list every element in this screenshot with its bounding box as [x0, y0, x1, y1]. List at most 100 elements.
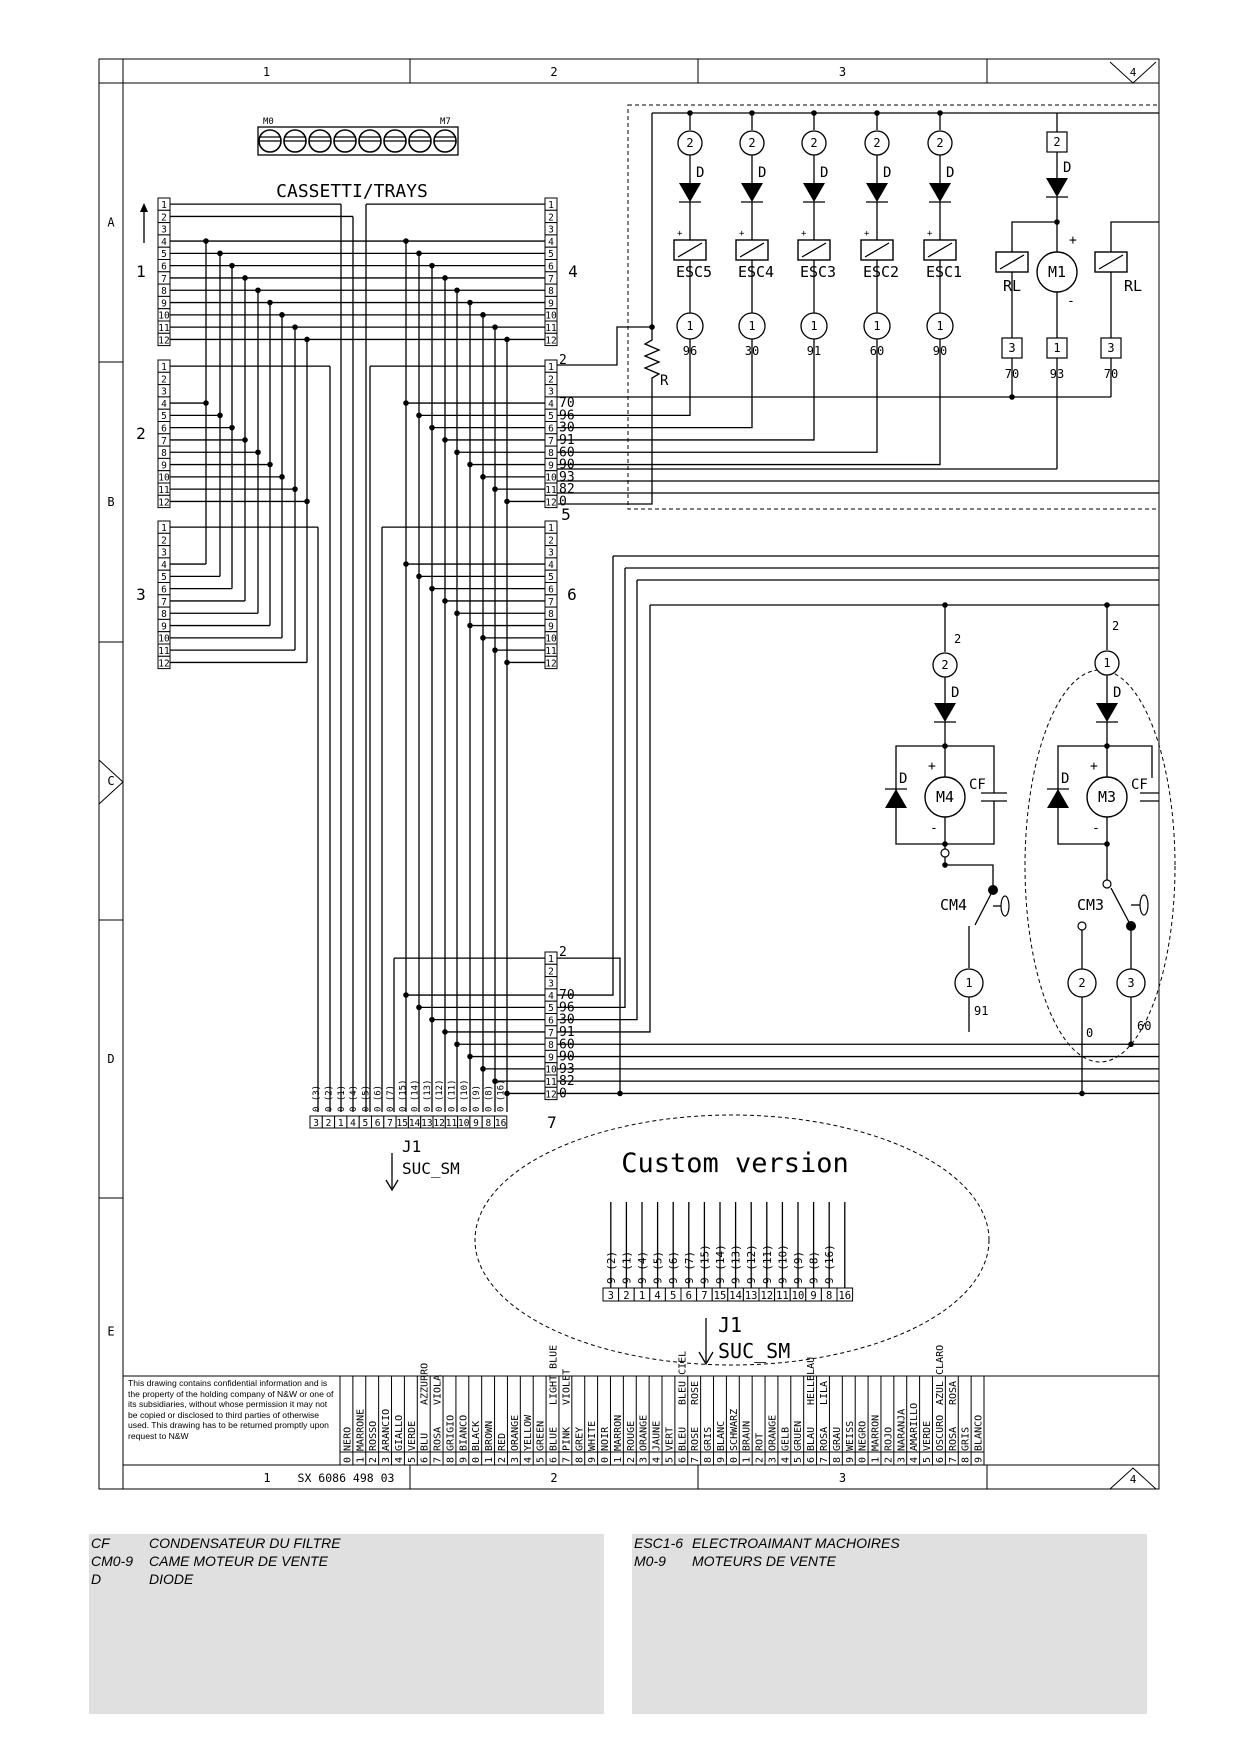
resistor-label: R: [660, 373, 669, 389]
j1-arrow-head: [385, 1179, 399, 1192]
m4-plus: +: [928, 759, 936, 774]
m3-junction-60: [1128, 1041, 1134, 1048]
m4-bottom-terminal-number: 1: [965, 976, 972, 990]
custom-wire-label: 9 (8): [808, 1251, 821, 1284]
j1-wire-label: 0 (12): [435, 1079, 445, 1112]
tray-motor-first-label: M0: [263, 117, 274, 127]
m3-cap-branch: [1107, 745, 1153, 778]
outer-border: [98, 58, 1160, 1490]
esc-diode-label: D: [883, 165, 891, 181]
esc-bottom-terminal: [738, 312, 766, 340]
custom-pin-number-14: 14: [729, 1290, 742, 1302]
connector-5-pin-number-2: 2: [548, 374, 554, 385]
m1-terminal-1-number: 1: [1053, 341, 1060, 355]
connector-6-pin-number-6: 6: [548, 585, 554, 596]
esc-wire-label-60: 60: [870, 344, 884, 358]
m1-diode: [1046, 178, 1068, 197]
j1-pin-number-2: 2: [326, 1118, 332, 1129]
esc-bottom-terminal: [863, 312, 891, 340]
m1-diode-label: D: [1063, 160, 1071, 176]
custom-pin-number-9: 9: [810, 1290, 816, 1302]
column-number-2: 2: [550, 65, 557, 79]
esc-bottom-terminal: [926, 312, 954, 340]
color-table-entry: 9 BLANCO: [974, 1415, 985, 1463]
m4-junction-bottom: [942, 841, 948, 847]
connector-2-pin-number-9: 9: [161, 460, 167, 471]
m3-cam-label: CM3: [1077, 896, 1104, 914]
m4-motor: [924, 776, 966, 818]
color-table-entry: 8 GRIS: [961, 1427, 972, 1463]
custom-wire-label: 9 (15): [698, 1244, 711, 1284]
connector-1-pin-12: [157, 332, 171, 347]
custom-pin-number-11: 11: [776, 1290, 789, 1302]
esc-coil-plus: +: [927, 229, 933, 239]
connector-6-pin-number-11: 11: [545, 646, 557, 657]
m4-cap-branch: [945, 745, 995, 778]
custom-pin-number-12: 12: [760, 1290, 773, 1302]
j1-wire-label: 0 (6): [374, 1085, 384, 1112]
esc-return-wire: [557, 339, 878, 453]
connector-3-pin-number-11: 11: [158, 646, 170, 657]
color-table-entry: 3 ORANGE: [639, 1415, 650, 1463]
connector-4-pin-12: [544, 332, 558, 347]
esc-top-terminal-number: 2: [873, 136, 880, 150]
tray-motor-last-label: M7: [440, 117, 451, 127]
m3-top-terminal: [1094, 650, 1120, 676]
connector-5-signal-70: 70: [559, 396, 575, 411]
connector-4-pin-number-9: 9: [548, 298, 554, 309]
connector-1-pin-number-2: 2: [161, 212, 167, 223]
connector-5-pin-number-7: 7: [548, 436, 554, 447]
color-table-entry-2: HELLBLAU: [806, 1357, 817, 1405]
connector-5-pin-number-6: 6: [548, 424, 554, 435]
m1-terminal-2-number: 3: [1107, 341, 1114, 355]
esc-coil-slash: [927, 242, 953, 258]
color-table-entry-2: ROSA: [948, 1381, 959, 1405]
connector-3-pin-number-2: 2: [161, 535, 167, 546]
legend-code: D: [91, 1571, 102, 1587]
connector-2-pin-12: [157, 494, 171, 509]
color-table-entry: 1 MARRONE: [355, 1409, 366, 1463]
m1-terminal-1: [1046, 337, 1068, 359]
esc-coil-plus: +: [864, 229, 870, 239]
j1-pin-number-6: 6: [375, 1118, 381, 1129]
color-table-entry: 6 BLAU: [806, 1427, 817, 1463]
j1-sub-label: SUC_SM: [402, 1159, 460, 1178]
m3-plus: +: [1090, 759, 1098, 774]
m3-left-wire-label: 0: [1086, 1026, 1093, 1040]
m4-top-terminal: [932, 652, 958, 678]
esc-diode-label: D: [696, 165, 704, 181]
color-table-entry: 2 ROJO: [883, 1427, 894, 1463]
m3-motor: [1086, 776, 1128, 818]
m4-bottom-wire-label: 91: [974, 1004, 988, 1018]
connector-5-signal-82: 82: [559, 482, 575, 497]
esc-coil-plus: +: [739, 229, 745, 239]
esc-return-wire: [557, 339, 941, 466]
legend-code: M0-9: [634, 1553, 666, 1569]
color-table-entry: 5 VERT: [664, 1427, 675, 1463]
custom-wire-label: 9 (11): [761, 1244, 774, 1284]
connector-6-pin-number-9: 9: [548, 621, 554, 632]
color-table-entry: 3 ARANCIO: [381, 1409, 392, 1463]
m1-motor: [1036, 251, 1078, 293]
j1-pin-number-11: 11: [446, 1118, 458, 1129]
connector-4-pin-number-12: 12: [545, 335, 556, 346]
connector-7-pin-number-2: 2: [548, 966, 554, 977]
connector-7-pin-number-6: 6: [548, 1016, 554, 1027]
connector-5-pin-number-10: 10: [545, 473, 557, 484]
j1-wire-label: 0 (3): [312, 1085, 322, 1112]
esc-diode: [929, 183, 951, 202]
m3-diode: [1096, 703, 1118, 722]
color-table-entry: 7 ROSA: [948, 1427, 959, 1463]
connector-6-pin-number-12: 12: [545, 658, 556, 669]
connector-2-pin-number-4: 4: [161, 399, 167, 410]
m3-right-terminal-number: 3: [1127, 976, 1134, 990]
connector-7-pin-number-4: 4: [548, 991, 554, 1002]
connector-7-signal-93: 93: [559, 1062, 575, 1077]
connector-1-pin-number-6: 6: [161, 262, 167, 273]
custom-j1-sub: SUC_SM: [718, 1339, 790, 1363]
connector-3-pin-number-3: 3: [161, 548, 167, 559]
connector-1-pin-number-1: 1: [161, 200, 167, 211]
bottom-column-marker-triangle: [1109, 1467, 1157, 1490]
